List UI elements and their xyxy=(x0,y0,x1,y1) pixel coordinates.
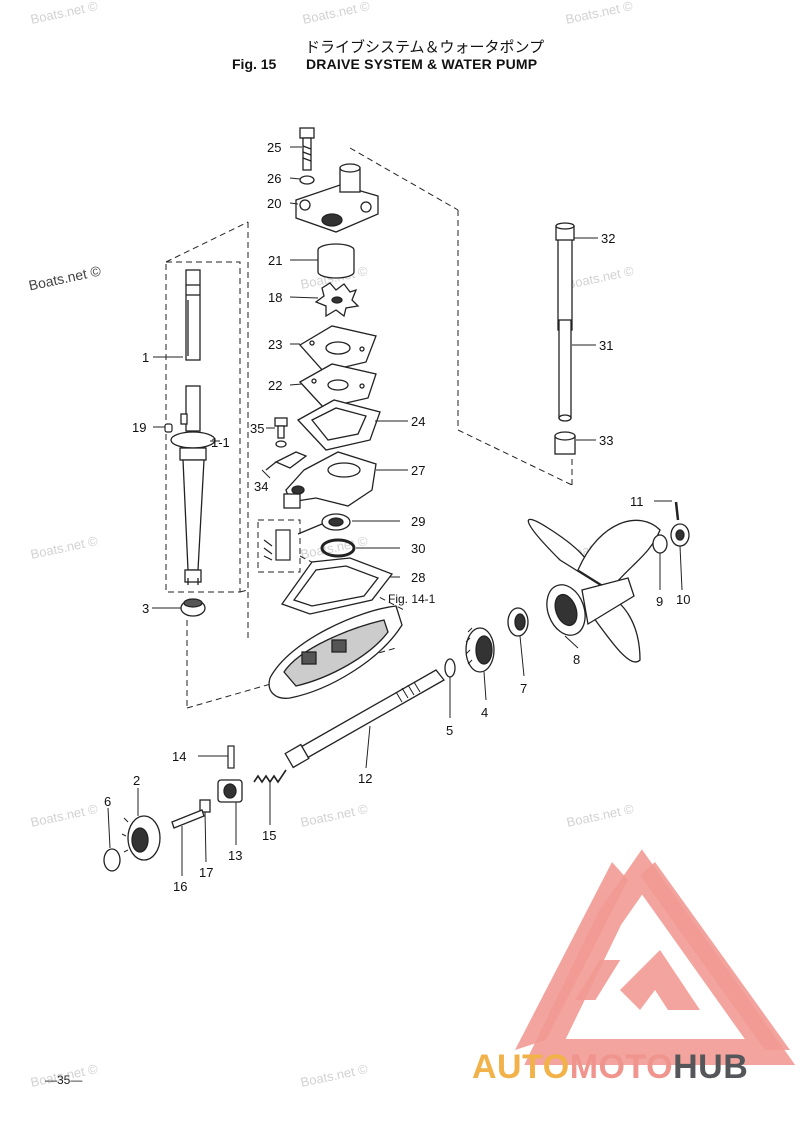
gasket-24 xyxy=(296,399,381,451)
driveshaft-box xyxy=(165,261,241,593)
gasket-28 xyxy=(280,557,394,615)
callout-11: 11 xyxy=(630,494,644,509)
shift-plunger xyxy=(171,799,211,829)
callout-7: 7 xyxy=(520,681,527,696)
callout-13: 13 xyxy=(228,848,242,863)
callout-33: 33 xyxy=(599,433,613,448)
brand-part-hub: HUB xyxy=(673,1048,749,1086)
callout-4: 4 xyxy=(481,705,488,720)
callout-1-1: 1-1 xyxy=(211,435,230,450)
oil-seal-29 xyxy=(297,513,351,535)
propeller xyxy=(527,518,661,663)
liner-plate-22 xyxy=(298,363,377,409)
screw-35 xyxy=(274,417,288,448)
callout-5: 5 xyxy=(446,723,453,738)
brand-wordmark: AUTOMOTOHUB xyxy=(472,1048,748,1087)
callout-10: 10 xyxy=(676,592,690,607)
callout-29: 29 xyxy=(411,514,425,529)
callout-16: 16 xyxy=(173,879,187,894)
callout-6: 6 xyxy=(104,794,111,809)
washer-26 xyxy=(299,175,315,185)
callout-14: 14 xyxy=(172,749,186,764)
water-tube xyxy=(557,237,573,422)
figure-number: Fig. 15 xyxy=(232,56,277,72)
grommet-33 xyxy=(554,431,576,455)
washer-5 xyxy=(444,658,456,678)
callout-20: 20 xyxy=(267,196,281,211)
figure-title: DRAIVE SYSTEM & WATER PUMP xyxy=(306,56,538,72)
grommet-32 xyxy=(555,222,575,241)
brand-part-moto: MOTO xyxy=(569,1048,674,1086)
bolt-25 xyxy=(299,127,315,171)
lower-casing xyxy=(268,605,403,699)
callout-12: 12 xyxy=(358,771,372,786)
callout-15: 15 xyxy=(262,828,276,843)
bushing-7 xyxy=(507,607,529,637)
callout-17: 17 xyxy=(199,865,213,880)
leader-lines xyxy=(107,146,683,876)
callout-3: 3 xyxy=(142,601,149,616)
callout-22: 22 xyxy=(268,378,282,393)
callout-24: 24 xyxy=(411,414,425,429)
brand-logo-icon xyxy=(524,849,796,1065)
pump-case xyxy=(283,451,377,509)
callout-9: 9 xyxy=(656,594,663,609)
plate-34 xyxy=(265,451,308,471)
callout-31: 31 xyxy=(599,338,613,353)
pin-14 xyxy=(227,745,235,769)
brand-part-auto: AUTO xyxy=(472,1048,570,1086)
impeller xyxy=(314,282,360,318)
cotter-pin-11 xyxy=(674,501,680,521)
pin-19 xyxy=(164,423,173,433)
pinion-gear xyxy=(180,598,206,617)
callout-25: 25 xyxy=(267,140,281,155)
pump-housing xyxy=(295,163,379,233)
propeller-shaft xyxy=(284,669,445,769)
pump-insert xyxy=(317,243,355,279)
figure-reference: Fig. 14-1 xyxy=(388,592,436,606)
brand-logo-mark-icon xyxy=(620,950,700,1010)
washer-6 xyxy=(103,848,121,872)
callout-30: 30 xyxy=(411,541,425,556)
callout-21: 21 xyxy=(268,253,282,268)
key-box xyxy=(257,519,301,573)
castle-nut-10 xyxy=(670,523,690,547)
callout-18: 18 xyxy=(268,290,282,305)
callout-35: 35 xyxy=(250,421,264,436)
spring-15 xyxy=(253,769,287,784)
drive-shaft xyxy=(170,269,216,585)
callout-34: 34 xyxy=(254,479,268,494)
callout-26: 26 xyxy=(267,171,281,186)
washer-9 xyxy=(652,534,668,554)
o-ring-30 xyxy=(320,538,356,558)
callout-8: 8 xyxy=(573,652,580,667)
page-number: —35— xyxy=(45,1073,83,1087)
callout-23: 23 xyxy=(268,337,282,352)
callout-32: 32 xyxy=(601,231,615,246)
callout-2: 2 xyxy=(133,773,140,788)
callout-27: 27 xyxy=(411,463,425,478)
key-parts xyxy=(263,529,291,561)
reverse-gear xyxy=(121,815,161,861)
clutch-13 xyxy=(217,779,243,803)
forward-gear xyxy=(465,627,495,673)
title-japanese: ドライブシステム＆ウォータポンプ xyxy=(305,38,545,56)
callout-19: 19 xyxy=(132,420,146,435)
callout-28: 28 xyxy=(411,570,425,585)
gasket-23 xyxy=(298,325,377,373)
callout-1: 1 xyxy=(142,350,149,365)
